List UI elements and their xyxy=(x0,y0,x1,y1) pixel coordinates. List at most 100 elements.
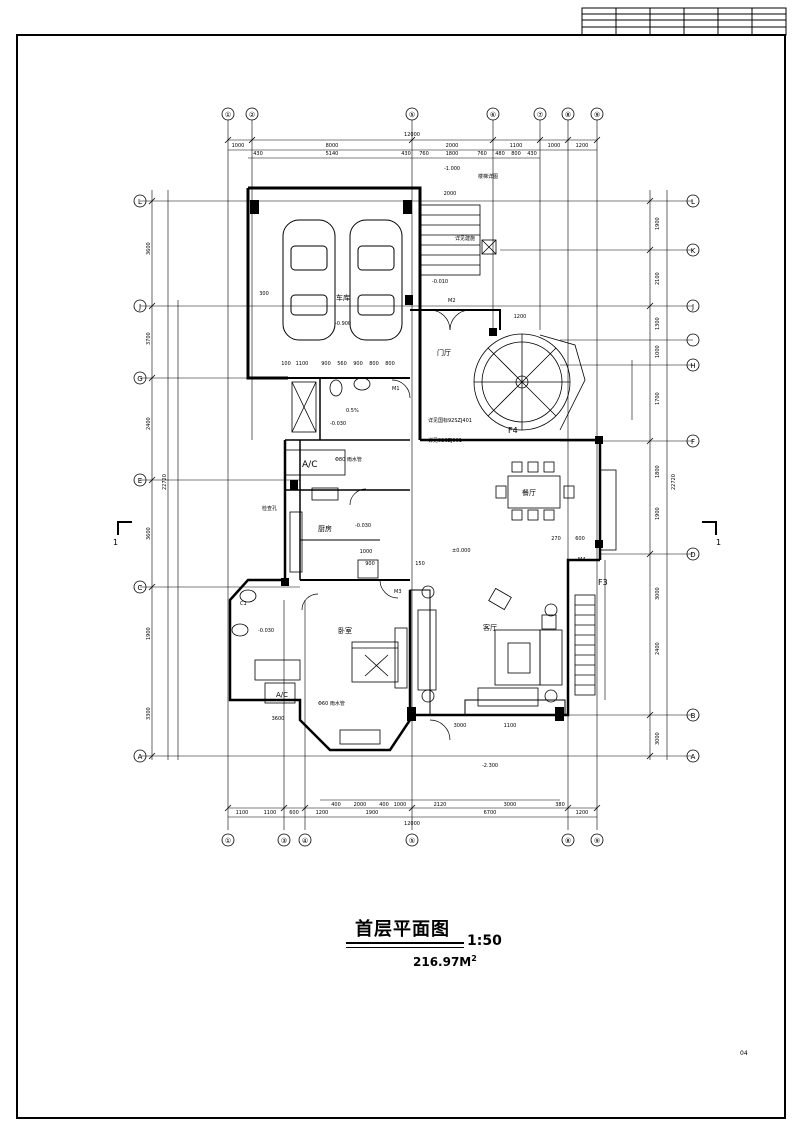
note-stair: 详见建施 xyxy=(455,235,475,242)
dim-top-sub-7: 800 xyxy=(511,151,521,157)
dimension-ticks xyxy=(148,136,654,812)
dim-right-6: 1900 xyxy=(655,507,661,520)
axis-bottom-3: ③ xyxy=(281,837,287,845)
dim-bottom-sub-4: 2120 xyxy=(434,802,447,808)
dim-int-4: 900 xyxy=(353,361,363,367)
drawing-title: 首层平面图 xyxy=(355,919,450,940)
bedroom-furniture xyxy=(339,627,408,745)
axis-bubbles-bottom xyxy=(221,833,604,847)
dim-right-2: 1300 xyxy=(655,317,661,330)
note-m3: M3 xyxy=(394,589,402,595)
axis-left-A: A xyxy=(138,753,143,761)
axis-left-E: E xyxy=(138,477,142,485)
room-labels: 车库 门厅 餐厅 厨房 客厅 卧室 A/C A/C xyxy=(276,293,536,699)
dim-right-0: 1900 xyxy=(655,217,661,230)
axis-right-B: B xyxy=(691,712,696,720)
dim-int-11: 270 xyxy=(551,536,561,542)
spiral-stair xyxy=(473,333,586,431)
dim-top-sub-1: 5140 xyxy=(326,151,339,157)
bath-fixtures xyxy=(231,377,379,704)
note-ref1: 详见国标92SZJ401 xyxy=(428,417,472,424)
dim-left-5: 3300 xyxy=(146,707,152,720)
room-living: 客厅 xyxy=(483,623,497,632)
level-outside: -2.300 xyxy=(482,763,498,769)
axis-top-1: ① xyxy=(225,111,231,119)
dim-int-0: 100 xyxy=(281,361,291,367)
section-right: 1 xyxy=(716,538,721,547)
floor-area: 216.97M2 xyxy=(413,954,477,969)
dim-int-6: 800 xyxy=(385,361,395,367)
dim-bottom-2: 600 xyxy=(289,810,299,816)
dim-top-0: 1000 xyxy=(232,143,245,149)
dim-int-1: 1100 xyxy=(296,361,309,367)
note-pipe2: Φ60 雨水管 xyxy=(318,700,345,707)
dim-int-16: 3000 xyxy=(454,723,467,729)
level-main: ±0.000 xyxy=(452,548,471,554)
dim-left-2: 2400 xyxy=(146,417,152,430)
dim-top-sub-8: 430 xyxy=(527,151,537,157)
axis-bottom-8: ⑧ xyxy=(565,837,571,845)
note-c1: C1 xyxy=(240,601,247,607)
dim-left-3: 3600 xyxy=(146,527,152,540)
dim-right-1: 2100 xyxy=(655,272,661,285)
level-stair: -0.010 xyxy=(432,279,448,285)
right-dimension-texts: 1900 2100 1300 1000 1700 1800 1900 3000 … xyxy=(655,217,677,745)
dim-int-12: 600 xyxy=(575,536,585,542)
dim-right-7: 3000 xyxy=(655,587,661,600)
dim-top-2: 2000 xyxy=(446,143,459,149)
level-garage: -0.900 xyxy=(335,321,351,327)
note-ref2: 详见92SZJ901 xyxy=(428,437,462,444)
axis-top-5: ⑤ xyxy=(409,111,415,119)
dim-bottom-sub-2: 400 xyxy=(379,802,389,808)
axis-left-G: G xyxy=(137,375,142,383)
room-kitchen: 厨房 xyxy=(318,524,332,533)
note-m1: M1 xyxy=(392,386,400,392)
dim-int-9: 150 xyxy=(415,561,425,567)
main-stair xyxy=(419,204,497,276)
dim-int-15: 2000 xyxy=(444,191,457,197)
dim-int-14: 1200 xyxy=(514,314,527,320)
dim-top-5: 1200 xyxy=(576,143,589,149)
dim-top-sub-5: 760 xyxy=(477,151,487,157)
axis-top-8: ⑧ xyxy=(565,111,571,119)
floor-area-value: 216.97M xyxy=(413,955,472,969)
sheet-number: 04 xyxy=(740,1050,748,1057)
axis-left-J: J xyxy=(138,303,141,311)
axis-bubbles-top xyxy=(221,107,604,121)
right-side-stair xyxy=(574,469,617,696)
dim-int-3: 560 xyxy=(337,361,347,367)
garage-cars xyxy=(282,219,403,341)
floor-area-unit-sup: 2 xyxy=(471,954,477,963)
note-roof: 检查孔 xyxy=(262,505,277,512)
interior-dims: 100 1100 900 560 900 800 800 300 900 150… xyxy=(259,191,585,729)
walls xyxy=(228,186,602,752)
dimension-texts: 12000 1000 8000 2000 1100 1000 1200 430 … xyxy=(232,132,589,827)
dim-int-5: 800 xyxy=(369,361,379,367)
room-ac1: A/C xyxy=(302,460,317,470)
dim-top-sub-2: 430 xyxy=(401,151,411,157)
axis-bubbles-side xyxy=(133,194,700,763)
dim-right-9: 3000 xyxy=(655,732,661,745)
dimension-lines xyxy=(151,139,668,818)
dim-top-sub-0: 430 xyxy=(253,151,263,157)
dim-left-total: 22720 xyxy=(162,474,168,490)
room-entrance-hall: 门厅 xyxy=(437,348,451,357)
dim-right-8: 2400 xyxy=(655,642,661,655)
dim-bottom-total: 12000 xyxy=(404,821,420,827)
drawing-scale: 1:50 xyxy=(467,933,502,949)
columns xyxy=(250,200,603,721)
dim-bottom-3: 1200 xyxy=(316,810,329,816)
dim-left-4: 1900 xyxy=(146,627,152,640)
axis-labels: ① ② ⑤ ⑥ ⑦ ⑧ ⑨ ① ③ ④ ⑤ ⑧ ⑨ L J G E C A L … xyxy=(137,111,695,845)
title-underline-thick xyxy=(346,942,464,944)
axis-right-D: D xyxy=(690,551,695,559)
grid-lines xyxy=(140,120,693,830)
note-m4: M4 xyxy=(578,557,586,563)
dim-top-4: 1000 xyxy=(548,143,561,149)
axis-right-H: H xyxy=(690,362,695,370)
dim-right-3: 1000 xyxy=(655,345,661,358)
dim-bottom-1: 1100 xyxy=(264,810,277,816)
dim-bottom-0: 1100 xyxy=(236,810,249,816)
level-kitchen: -0.030 xyxy=(355,523,371,529)
axis-top-9: ⑨ xyxy=(594,111,600,119)
